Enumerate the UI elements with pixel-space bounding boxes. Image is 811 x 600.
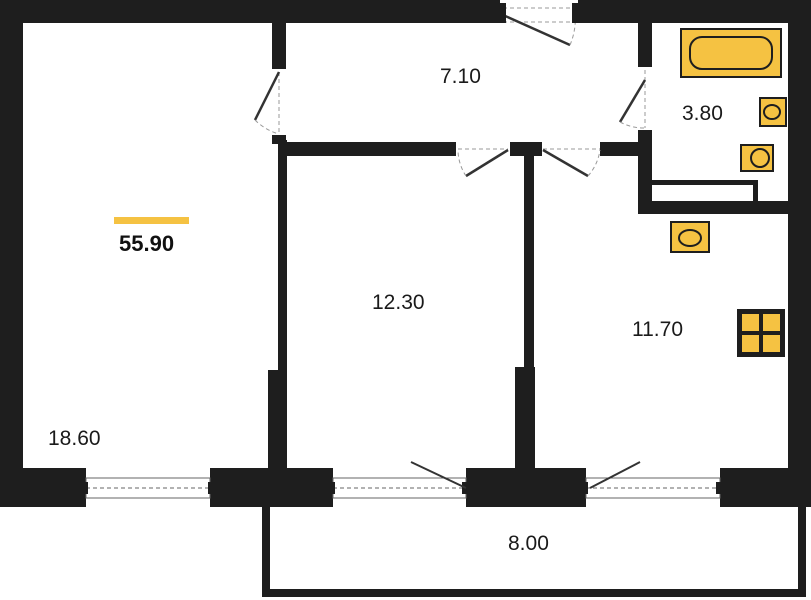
balcony-wall-right [798, 505, 806, 597]
window-bedroom [329, 461, 468, 499]
wall-left [0, 0, 23, 507]
door-entrance [500, 3, 578, 47]
wall-living-hall-upper [272, 23, 286, 69]
wall-top-right [578, 0, 811, 23]
window-living [82, 477, 214, 499]
room-area-hallway: 7.10 [440, 65, 481, 88]
outer-walls [0, 0, 811, 507]
wall-bottom-3 [466, 468, 586, 507]
bathroom-sink-icon [759, 97, 787, 127]
door-living [253, 71, 281, 135]
kitchen-sink-icon [670, 221, 710, 253]
wall-bottom-1 [0, 468, 86, 507]
room-area-bathroom: 3.80 [682, 102, 723, 125]
door-bedroom [457, 148, 509, 178]
wall-bath-shelf-top [652, 180, 758, 185]
wall-living-bedroom-thick [268, 370, 287, 470]
wall-hall-bath-lower [638, 130, 652, 214]
wall-right [788, 0, 811, 507]
doors [253, 3, 647, 178]
wall-bedroom-kitchen-thin [524, 142, 534, 367]
bathtub-icon [680, 28, 782, 78]
wall-living-bedroom-thin [278, 140, 287, 370]
balcony-wall-left [262, 505, 270, 597]
wall-hall-bath-upper [638, 23, 652, 67]
room-area-bedroom: 12.30 [372, 291, 425, 314]
wall-bath-shelf-side [753, 180, 758, 206]
room-area-kitchen: 11.70 [632, 318, 683, 341]
room-area-balcony: 8.00 [508, 532, 549, 555]
wall-hall-bottom-right [600, 142, 642, 156]
door-bathroom [618, 70, 647, 129]
stove-icon [737, 309, 785, 357]
room-area-living: 18.60 [48, 427, 101, 450]
fixtures [670, 28, 787, 357]
toilet-icon [740, 144, 774, 172]
wall-hall-bottom-left [278, 142, 456, 156]
total-area-accent-bar [114, 217, 189, 224]
total-area-label: 55.90 [119, 231, 174, 256]
wall-bedroom-kitchen-thick [515, 367, 535, 470]
wall-bottom-2 [210, 468, 333, 507]
balcony-wall-bottom [262, 589, 806, 597]
window-kitchen [582, 461, 722, 499]
interior-walls [268, 23, 788, 470]
door-kitchen [542, 148, 601, 178]
wall-top-left [0, 0, 500, 23]
balcony [262, 505, 806, 597]
windows [82, 461, 722, 499]
wall-bottom-4 [720, 468, 811, 507]
wall-bath-kitchen [642, 201, 788, 214]
wall-living-hall-mid [272, 135, 286, 144]
